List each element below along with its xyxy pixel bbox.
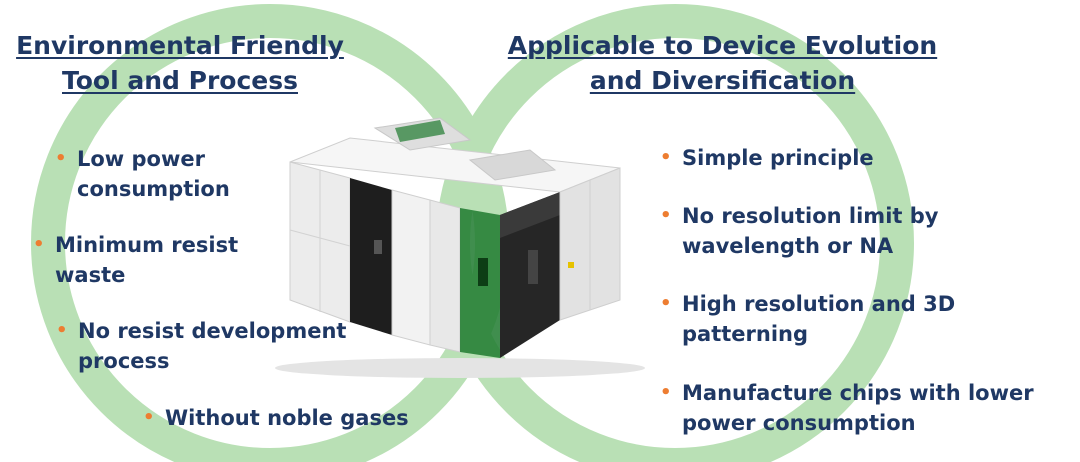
bullet-text: Manufacture chips with lower power consu… bbox=[682, 381, 1034, 435]
right-title-line2: and Diversification bbox=[589, 66, 856, 95]
right-bullet-4: • Manufacture chips with lower power con… bbox=[660, 378, 1034, 438]
left-bullet-2: • Minimum resist waste bbox=[33, 230, 238, 290]
lithography-tool-illustration bbox=[275, 117, 645, 378]
bullet-dot: • bbox=[660, 382, 672, 403]
left-bullet-4: • Without noble gases bbox=[143, 403, 409, 433]
bullet-dot: • bbox=[660, 205, 672, 226]
right-title: Applicable to Device Evolution and Diver… bbox=[495, 28, 950, 98]
right-bullet-2: • No resolution limit by wavelength or N… bbox=[660, 201, 938, 261]
bullet-dot: • bbox=[55, 148, 67, 169]
bullet-dot: • bbox=[33, 234, 45, 255]
bullet-text: No resist development process bbox=[78, 319, 347, 373]
right-title-line1: Applicable to Device Evolution bbox=[507, 31, 938, 60]
bullet-dot: • bbox=[660, 147, 672, 168]
right-bullet-3: • High resolution and 3D patterning bbox=[660, 289, 955, 349]
left-bullet-3: • No resist development process bbox=[56, 316, 346, 376]
left-bullet-1: • Low power consumption bbox=[55, 144, 230, 204]
bullet-text: Low power consumption bbox=[77, 147, 230, 201]
left-title-line1: Environmental Friendly bbox=[16, 31, 344, 60]
bullet-dot: • bbox=[56, 320, 68, 341]
bullet-text: Simple principle bbox=[682, 146, 874, 170]
bullet-text: No resolution limit by wavelength or NA bbox=[682, 204, 939, 258]
bullet-dot: • bbox=[660, 293, 672, 314]
bullet-text: Without noble gases bbox=[165, 406, 409, 430]
left-title-line2: Tool and Process bbox=[62, 66, 298, 95]
bullet-dot: • bbox=[143, 407, 155, 428]
right-bullet-1: • Simple principle bbox=[660, 143, 874, 173]
bullet-text: Minimum resist waste bbox=[55, 233, 239, 287]
left-title: Environmental Friendly Tool and Process bbox=[10, 28, 350, 98]
bullet-text: High resolution and 3D patterning bbox=[682, 292, 956, 346]
